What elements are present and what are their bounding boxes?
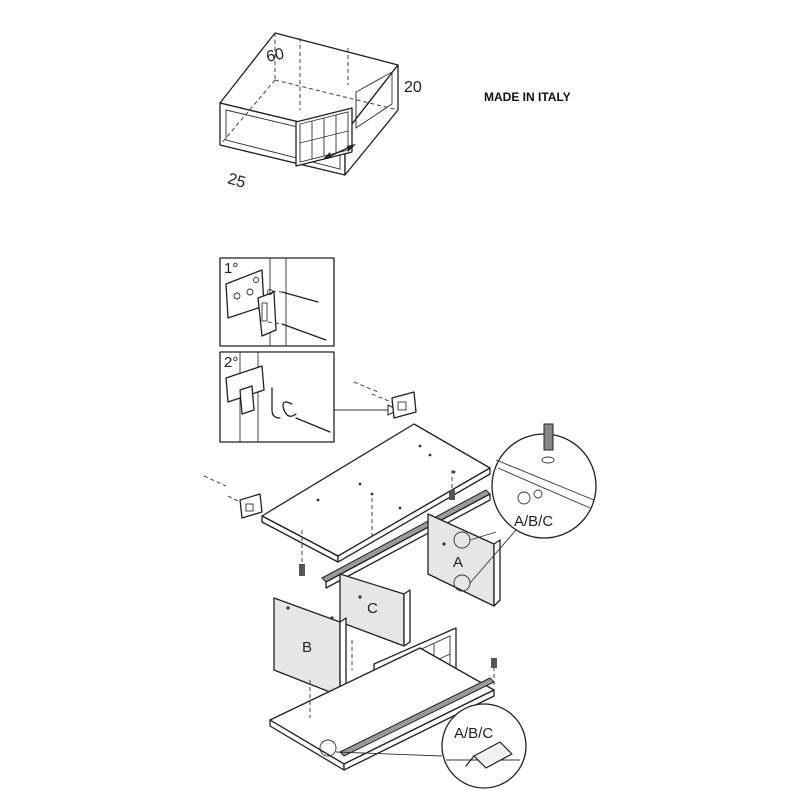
glue-tube-icon — [465, 741, 513, 769]
panel-a: A — [427, 513, 501, 607]
panel-b-label: B — [302, 639, 312, 656]
bracket-icon — [225, 269, 277, 337]
panel-a-label: A — [453, 554, 463, 571]
bracket-icon — [353, 381, 417, 419]
arrow-icon — [334, 404, 400, 416]
screw-icon — [267, 290, 327, 341]
glue-detail-callout: A/B/C — [335, 703, 527, 789]
step1-label: 1° — [224, 260, 238, 277]
slide-arrow-icon — [322, 144, 356, 160]
bottom-dowels — [309, 640, 497, 718]
dowel-detail-callout: A/B/C — [469, 423, 597, 584]
step2-label: 2° — [224, 354, 238, 371]
panel-c-label: C — [367, 600, 378, 617]
step1-detail: 1° — [219, 257, 335, 347]
hook-screw-icon — [271, 387, 331, 433]
dimension-depth: 25 — [226, 171, 248, 192]
panel-c: C — [339, 573, 411, 647]
made-in-italy-label: MADE IN ITALY — [484, 90, 571, 104]
bottom-panel — [269, 647, 495, 771]
left-bracket-assembly — [203, 475, 263, 519]
glue-detail-label: A/B/C — [454, 725, 493, 742]
dowel-icon — [541, 423, 555, 464]
finished-cabinet: 60 20 25 — [219, 32, 422, 192]
dimension-height: 20 — [404, 79, 422, 96]
dowel-detail-label: A/B/C — [514, 513, 553, 530]
step2-detail: 2° — [219, 351, 335, 443]
dowel-icon — [299, 470, 455, 576]
dimension-width: 60 — [265, 46, 286, 66]
